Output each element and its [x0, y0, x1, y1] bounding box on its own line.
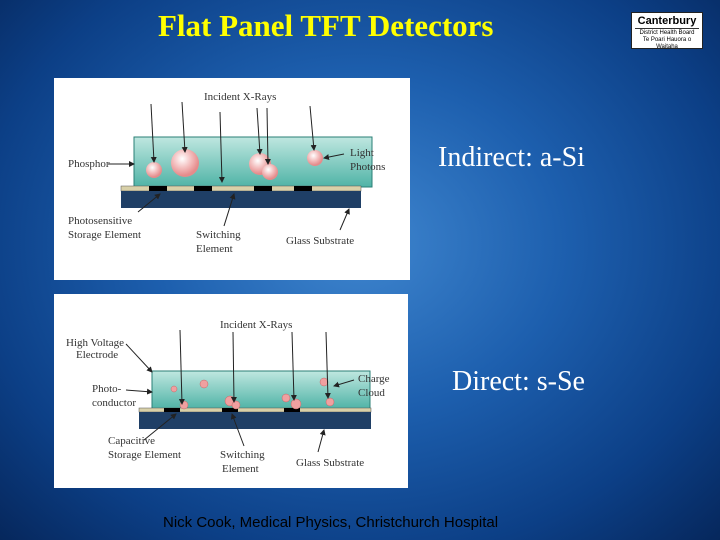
logo-line2: Te Poari Hauora o Waitaha	[632, 37, 702, 51]
label-glass-substrate: Glass Substrate	[296, 457, 364, 469]
light-photon-bubble	[262, 164, 278, 180]
label-hv-electrode-2: Electrode	[76, 349, 118, 361]
light-photon-bubble	[171, 149, 199, 177]
glass-substrate	[139, 412, 371, 429]
indirect-diagram: Incident X-Rays Phosphor Light Photons P…	[54, 78, 410, 280]
label-light-2: Photons	[350, 161, 385, 173]
label-charge-cloud-1: Charge	[358, 373, 390, 385]
label-photosensitive-2: Storage Element	[68, 229, 141, 241]
label-incident-xrays: Incident X-Rays	[204, 91, 276, 103]
direct-label: Direct: s-Se	[452, 366, 585, 398]
label-glass-substrate: Glass Substrate	[286, 235, 354, 247]
light-photon-bubble	[307, 150, 323, 166]
label-switching-1: Switching	[220, 449, 265, 461]
label-capacitive-1: Capacitive	[108, 435, 155, 447]
logo-divider	[635, 28, 699, 29]
label-photosensitive-1: Photosensitive	[68, 215, 132, 227]
label-photoconductor-1: Photo-	[92, 383, 122, 395]
footer-credit: Nick Cook, Medical Physics, Christchurch…	[163, 514, 498, 531]
label-switching-1: Switching	[196, 229, 241, 241]
label-hv-electrode-1: High Voltage	[66, 337, 124, 349]
slide-title: Flat Panel TFT Detectors	[0, 8, 720, 44]
label-phosphor: Phosphor	[68, 158, 110, 170]
label-switching-2: Element	[196, 243, 233, 255]
logo-line1: District Health Board	[632, 30, 702, 37]
canterbury-logo: Canterbury District Health Board Te Poar…	[631, 12, 703, 49]
light-photon-bubble	[146, 162, 162, 178]
indirect-label: Indirect: a-Si	[438, 142, 585, 174]
label-charge-cloud-2: Cloud	[358, 387, 385, 399]
label-incident-xrays: Incident X-Rays	[220, 319, 292, 331]
direct-diagram: Incident X-Rays High Voltage Electrode P…	[54, 294, 408, 488]
label-capacitive-2: Storage Element	[108, 449, 181, 461]
label-light-1: Light	[350, 147, 374, 159]
label-switching-2: Element	[222, 463, 259, 475]
label-photoconductor-2: conductor	[92, 397, 136, 409]
glass-substrate	[121, 191, 361, 208]
logo-name: Canterbury	[632, 15, 702, 27]
